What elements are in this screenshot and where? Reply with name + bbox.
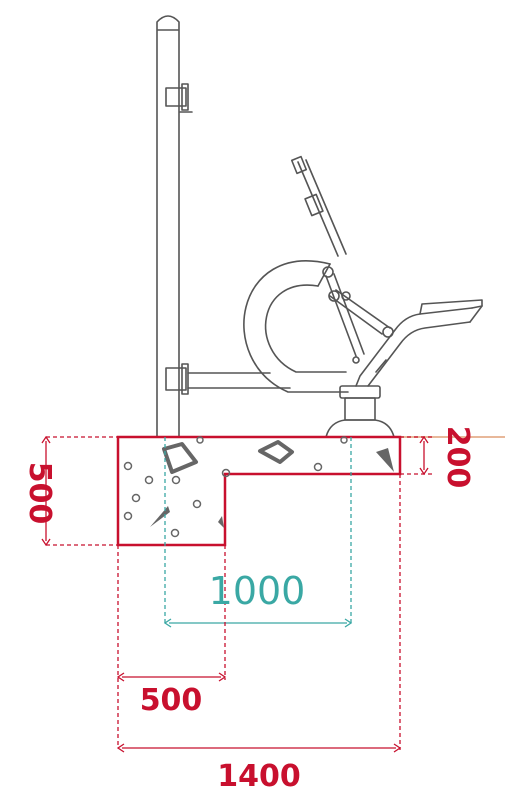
handle-rod bbox=[290, 155, 347, 278]
label-step-width: 500 bbox=[140, 683, 203, 718]
dim-height-500 bbox=[41, 435, 118, 547]
vertical-post bbox=[156, 15, 180, 438]
dim-width-1400 bbox=[116, 474, 402, 753]
aggregate-stones bbox=[123, 436, 394, 538]
dim-width-1000 bbox=[163, 437, 353, 628]
label-footprint-width: 1000 bbox=[209, 569, 306, 613]
exercise-equipment bbox=[156, 15, 483, 438]
pedestal bbox=[325, 385, 395, 438]
foundation-block bbox=[116, 435, 402, 547]
label-total-width: 1400 bbox=[217, 759, 301, 794]
linkage bbox=[325, 273, 394, 364]
dim-height-200 bbox=[400, 435, 432, 476]
dim-width-500 bbox=[116, 545, 227, 748]
dimension-lines bbox=[41, 435, 432, 753]
upper-clamp bbox=[165, 83, 193, 113]
label-foundation-height: 500 bbox=[22, 462, 57, 525]
seat-support bbox=[355, 299, 483, 387]
horizontal-arm bbox=[165, 363, 291, 395]
label-step-height: 200 bbox=[440, 426, 475, 489]
